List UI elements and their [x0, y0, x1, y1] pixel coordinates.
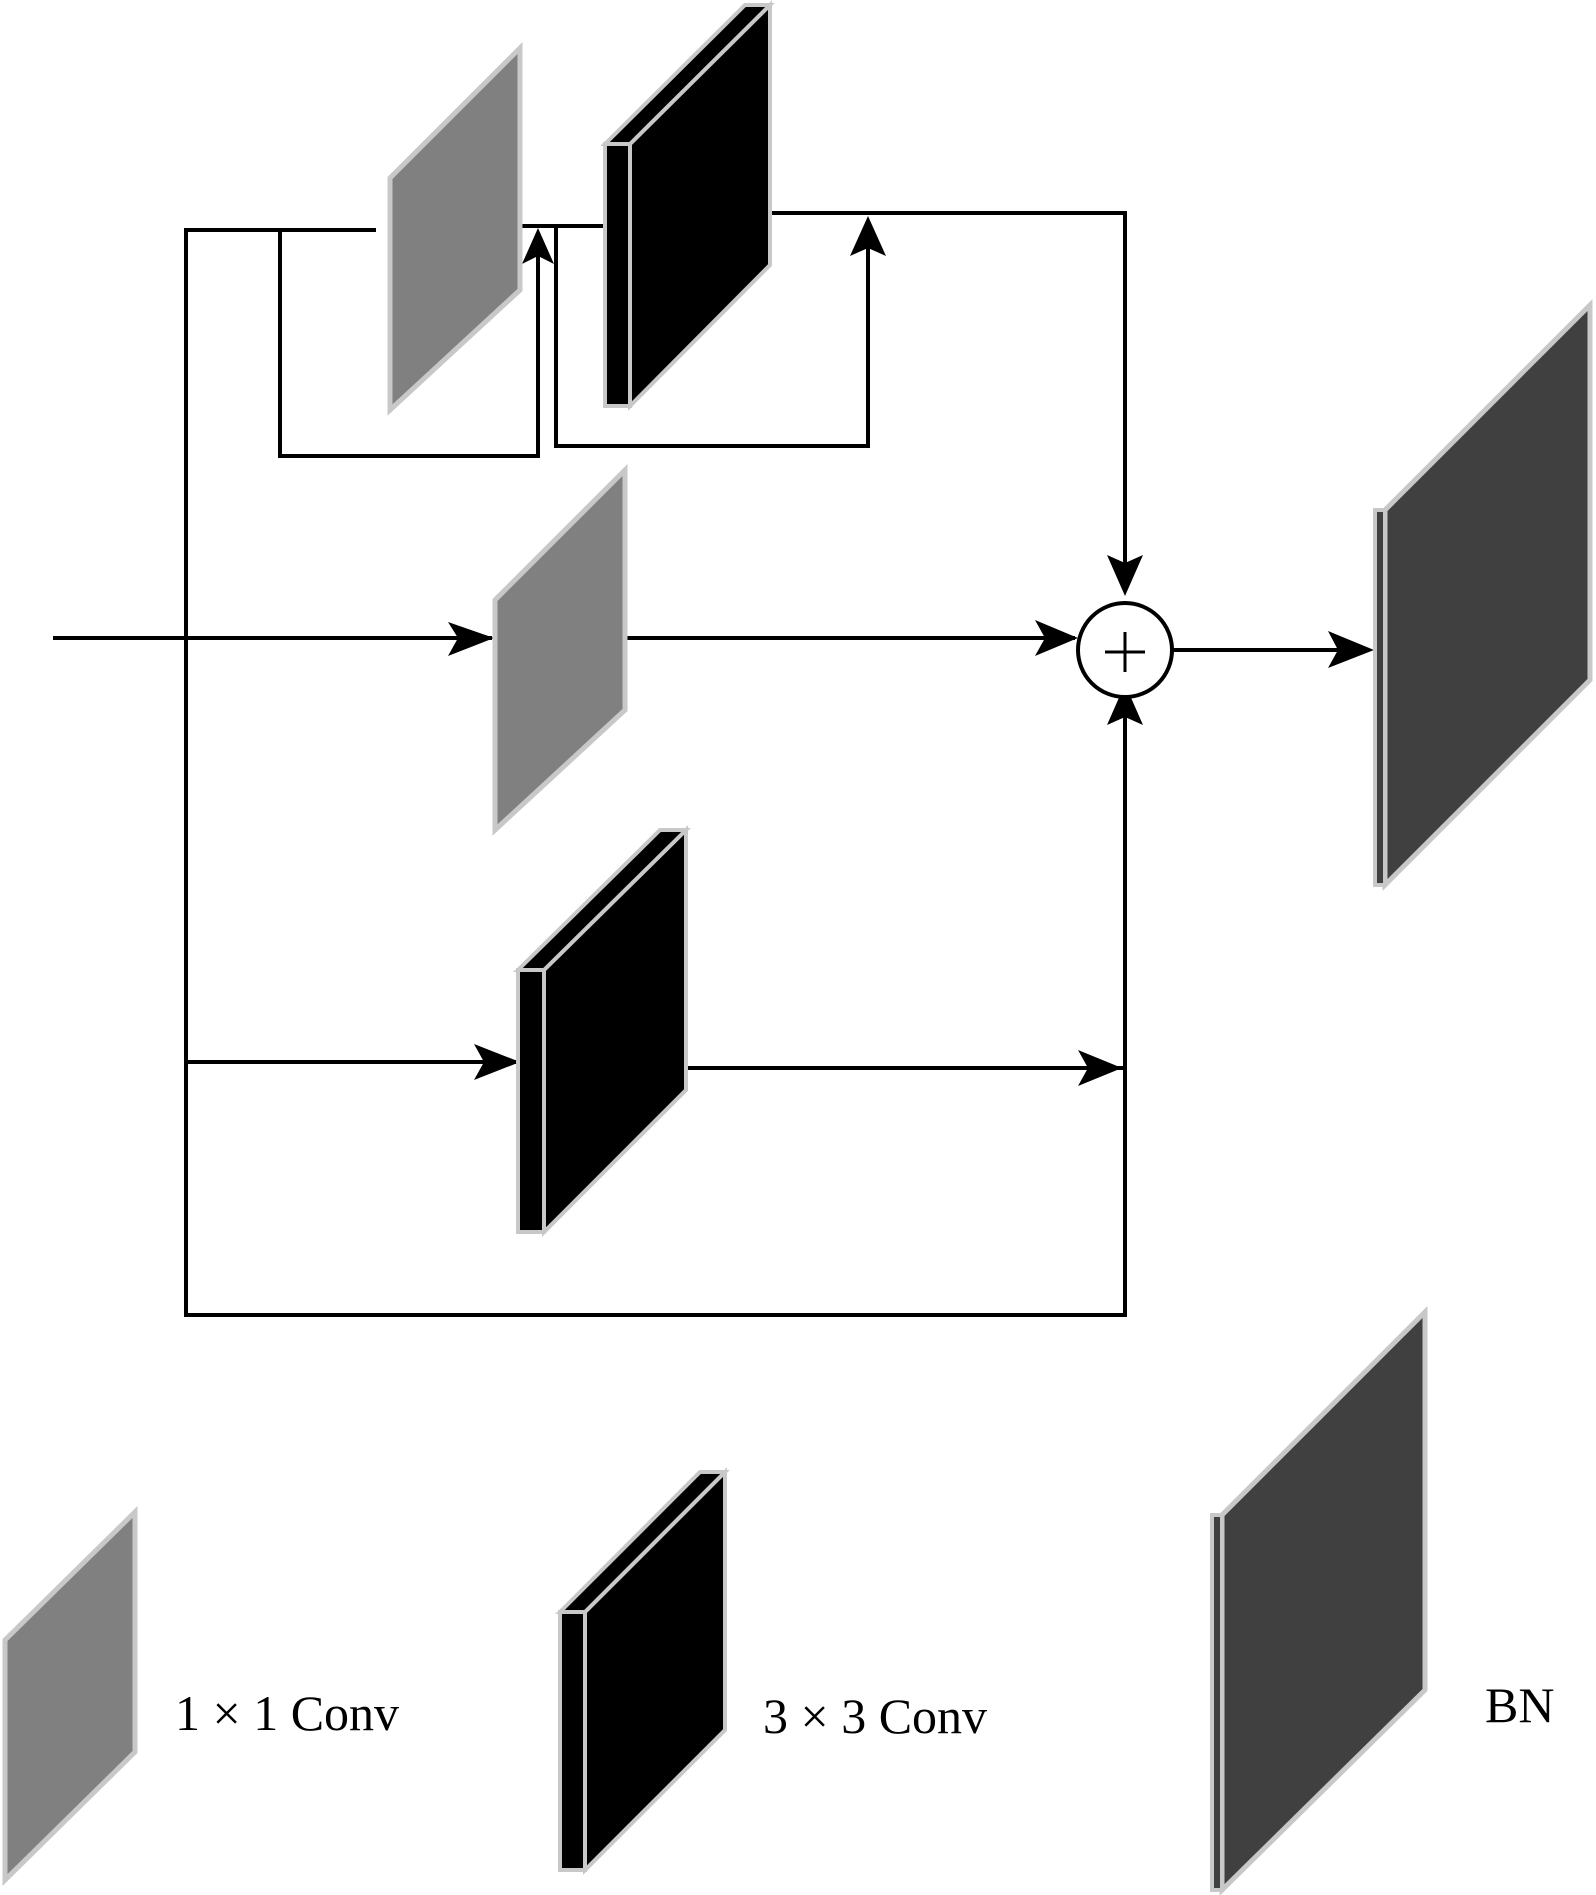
- conv1x1-mid-block: [492, 463, 628, 836]
- arrowhead-junction-bottom: [1107, 684, 1143, 725]
- arrowhead-junction-top: [1107, 555, 1143, 596]
- bn-output-block: [1373, 298, 1593, 892]
- legend-conv3x3-label: 3 × 3 Conv: [763, 1688, 987, 1744]
- inner-loop-2: [554, 225, 870, 448]
- legend-bn-swatch: [1210, 1305, 1428, 1895]
- arrowhead-output: [1328, 631, 1374, 668]
- arrowhead-loop-1: [522, 228, 554, 264]
- sum-junction: [1076, 601, 1174, 699]
- conv3x3-bottom-block: [513, 825, 691, 1237]
- arrowhead-input: [448, 622, 494, 656]
- arrowheads: [448, 216, 1374, 1086]
- legend: 1 × 1 Conv 3 × 3 Conv BN: [2, 1305, 1554, 1895]
- identity-loop: [184, 228, 1127, 1317]
- arrowhead-bottom-in: [474, 1044, 520, 1080]
- arrowhead-loop-2: [850, 216, 886, 256]
- conv3x3-top-block: [600, 0, 775, 411]
- legend-bn-label: BN: [1485, 1677, 1554, 1733]
- conv1x1-top-block: [387, 41, 523, 416]
- arrowhead-junction-left: [1035, 620, 1078, 656]
- top-branch-wire: [770, 211, 1127, 575]
- legend-conv1x1-label: 1 × 1 Conv: [175, 1685, 399, 1741]
- inner-loop-1: [278, 230, 540, 458]
- legend-conv1x1-swatch: [2, 1506, 138, 1886]
- legend-conv3x3-swatch: [555, 1467, 730, 1875]
- wires: [53, 211, 1368, 1317]
- arrowhead-bottom-out: [1078, 1050, 1122, 1086]
